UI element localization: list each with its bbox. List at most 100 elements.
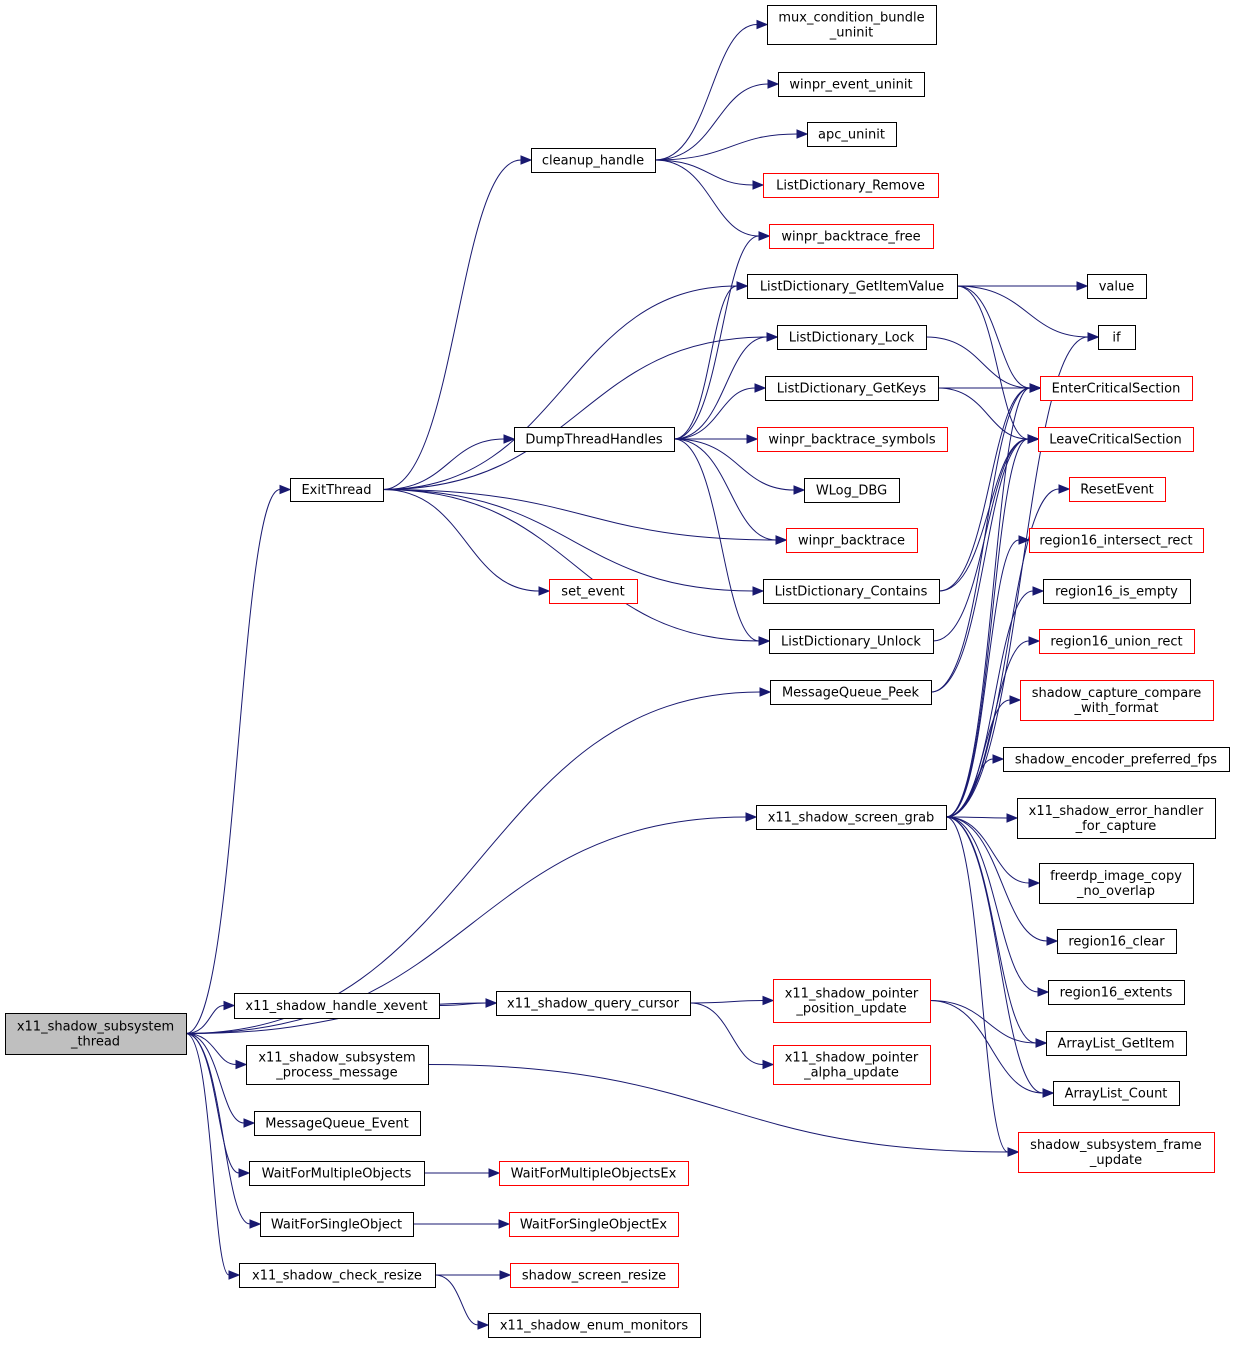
node-box [510, 1263, 679, 1288]
node-xhx[interactable]: x11_shadow_handle_xevent [234, 993, 440, 1019]
node-box [777, 325, 927, 350]
node-mux[interactable]: mux_condition_bundle_uninit [767, 5, 937, 45]
node-lcs[interactable]: LeaveCriticalSection [1038, 427, 1194, 452]
node-box [531, 148, 656, 173]
node-wpeu[interactable]: winpr_event_uninit [778, 72, 925, 97]
node-wfso[interactable]: WaitForSingleObject [260, 1212, 414, 1237]
node-label: ListDictionary_GetItemValue [760, 280, 944, 295]
node-label: _with_format [1074, 701, 1159, 716]
node-ecs[interactable]: EnterCriticalSection [1040, 376, 1193, 401]
node-wfmoex[interactable]: WaitForMultipleObjectsEx [499, 1161, 689, 1186]
edge-cleanup-to-ldrem [654, 159, 765, 190]
node-if[interactable]: if [1098, 325, 1136, 350]
edge-xcr-to-ssr [435, 1270, 512, 1280]
edge-dump-to-wbfree [673, 231, 771, 440]
node-ssr[interactable]: shadow_screen_resize [510, 1263, 679, 1288]
edge-ldgiv-to-value [956, 281, 1089, 291]
node-xspm[interactable]: x11_shadow_subsystem_process_message [246, 1045, 429, 1085]
node-label: LeaveCriticalSection [1049, 433, 1181, 448]
node-box [1003, 747, 1230, 772]
node-root[interactable]: x11_shadow_subsystem_thread [5, 1013, 187, 1055]
node-xcr[interactable]: x11_shadow_check_resize [239, 1263, 436, 1288]
node-label: WaitForSingleObjectEx [520, 1218, 668, 1233]
node-label: DumpThreadHandles [525, 433, 662, 448]
node-ldgk[interactable]: ListDictionary_GetKeys [765, 376, 939, 401]
node-mqev[interactable]: MessageQueue_Event [254, 1111, 421, 1136]
node-dump[interactable]: DumpThreadHandles [514, 427, 675, 452]
node-ldrem[interactable]: ListDictionary_Remove [763, 173, 939, 198]
node-label: winpr_backtrace_free [781, 230, 920, 245]
edge-grab-to-r16ie [945, 586, 1045, 818]
edge-dump-to-ldgiv [673, 281, 749, 440]
node-box [778, 72, 925, 97]
node-box [499, 1161, 689, 1186]
node-r16ur[interactable]: region16_union_rect [1039, 629, 1195, 654]
node-ldcont[interactable]: ListDictionary_Contains [763, 579, 940, 604]
node-wfsoex[interactable]: WaitForSingleObjectEx [509, 1212, 679, 1237]
node-box [1098, 325, 1136, 350]
node-grab[interactable]: x11_shadow_screen_grab [756, 805, 947, 830]
node-label: _process_message [275, 1066, 397, 1081]
edge-root-to-xspm [185, 1033, 248, 1070]
node-label: x11_shadow_subsystem [17, 1020, 174, 1035]
node-alc[interactable]: ArrayList_Count [1053, 1081, 1180, 1106]
node-label: ListDictionary_Unlock [781, 635, 921, 650]
node-sccwf[interactable]: shadow_capture_compare_with_format [1020, 680, 1214, 721]
node-label: region16_union_rect [1050, 635, 1182, 650]
node-r16e[interactable]: region16_extents [1048, 980, 1185, 1005]
node-xqc[interactable]: x11_shadow_query_cursor [496, 991, 691, 1016]
node-box [1039, 629, 1195, 654]
edge-grab-to-r16c [945, 816, 1059, 946]
node-ficno[interactable]: freerdp_image_copy_no_overlap [1039, 863, 1194, 904]
edge-exit-to-cleanup [382, 155, 533, 490]
node-label: shadow_screen_resize [522, 1269, 666, 1284]
node-xpau[interactable]: x11_shadow_pointer_alpha_update [773, 1045, 931, 1085]
edge-xhx-to-xqc [438, 998, 498, 1008]
node-xppu[interactable]: x11_shadow_pointer_position_update [773, 979, 931, 1023]
edge-root-to-exit [185, 484, 292, 1034]
node-value[interactable]: value [1087, 274, 1147, 299]
nodes: x11_shadow_subsystem_thread ExitThread cle… [5, 5, 1230, 1338]
node-ldlock[interactable]: ListDictionary_Lock [777, 325, 927, 350]
node-reset[interactable]: ResetEvent [1069, 477, 1166, 502]
node-box [765, 376, 939, 401]
edge-ldgiv-to-if [956, 285, 1100, 342]
node-apc[interactable]: apc_uninit [807, 122, 897, 147]
node-sepf[interactable]: shadow_encoder_preferred_fps [1003, 747, 1230, 772]
node-wlog[interactable]: WLog_DBG [804, 478, 900, 503]
node-wfmo[interactable]: WaitForMultipleObjects [249, 1161, 425, 1186]
node-xem[interactable]: x11_shadow_enum_monitors [488, 1313, 701, 1338]
node-label: x11_shadow_pointer [785, 1051, 919, 1066]
node-label: WaitForSingleObject [271, 1218, 402, 1233]
node-label: _alpha_update [803, 1066, 899, 1081]
edge-cleanup-to-wbfree [654, 159, 771, 241]
edge-exit-to-dump [382, 434, 516, 490]
node-wbfree[interactable]: winpr_backtrace_free [769, 224, 934, 249]
node-wbsym[interactable]: winpr_backtrace_symbols [757, 427, 948, 452]
node-box [769, 629, 934, 654]
node-ssfu[interactable]: shadow_subsystem_frame_update [1018, 1132, 1215, 1173]
node-label: x11_shadow_subsystem [258, 1051, 415, 1066]
node-label: shadow_subsystem_frame [1030, 1138, 1202, 1153]
node-setev[interactable]: set_event [549, 579, 638, 604]
node-ldgiv[interactable]: ListDictionary_GetItemValue [747, 274, 958, 299]
node-xseh[interactable]: x11_shadow_error_handler_for_capture [1017, 798, 1216, 839]
node-box [246, 1045, 429, 1085]
node-label: x11_shadow_query_cursor [507, 997, 680, 1012]
node-mqpeek[interactable]: MessageQueue_Peek [770, 680, 932, 705]
node-r16ir[interactable]: region16_intersect_rect [1029, 528, 1204, 553]
node-r16ie[interactable]: region16_is_empty [1043, 579, 1191, 604]
node-box [1046, 1031, 1187, 1056]
node-cleanup[interactable]: cleanup_handle [531, 148, 656, 173]
node-label: EnterCriticalSection [1052, 382, 1181, 397]
node-algi[interactable]: ArrayList_GetItem [1046, 1031, 1187, 1056]
node-r16c[interactable]: region16_clear [1057, 929, 1177, 954]
edge-grab-to-sepf [945, 754, 1005, 818]
node-label: MessageQueue_Event [265, 1117, 408, 1132]
node-exit[interactable]: ExitThread [290, 478, 384, 502]
node-box [254, 1111, 421, 1136]
node-label: winpr_backtrace_symbols [768, 433, 935, 448]
node-wbt[interactable]: winpr_backtrace [786, 528, 918, 553]
node-ldunl[interactable]: ListDictionary_Unlock [769, 629, 934, 654]
edge-grab-to-r16ir [945, 535, 1031, 818]
